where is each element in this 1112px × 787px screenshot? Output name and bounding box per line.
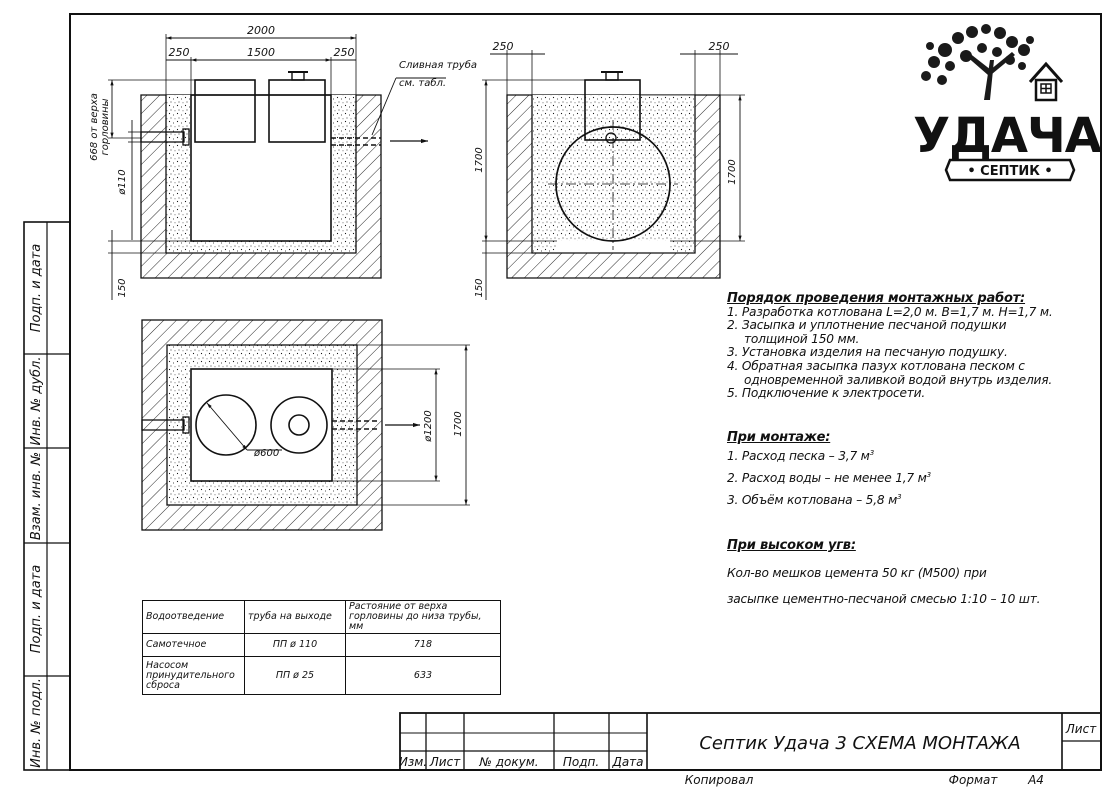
stamp-label-podp-2: Подп. и дата [29,244,44,333]
table-cell: Насосом принудительного сброса [142,656,245,695]
footer-format-label: Формат [949,773,999,787]
side-stamp: Инв. № подл. Подп. и дата Взам. инв. № И… [23,221,71,771]
install-heading: Порядок проведения монтажных работ: [727,291,1026,306]
mount-item-1: 1. Расход песка – 3,7 м [727,449,870,464]
install-step-2: 2. Засыпка и уплотнение песчаной подушки [727,318,1007,333]
dim-right: 250 [334,46,355,59]
house-icon [1028,61,1064,102]
gwl-heading: При высоком угв: [727,537,856,553]
stamp-label-dubl: Инв. № дубл. [29,357,44,446]
table-cell: ПП ø 25 [244,656,346,695]
tb-col-date: Дата [611,755,643,769]
table-header-cell: Растояние от верха горловины до низа тру… [345,600,501,634]
table-cell: 633 [345,656,501,695]
dim-total: 2000 [247,24,275,37]
install-step-3: 3. Установка изделия на песчаную подушку… [727,345,1008,360]
tb-col-izm: Изм. [399,755,427,769]
tb-title: Септик Удача 3 СХЕМА МОНТАЖА [699,733,1020,754]
title-block: Изм. Лист № докум. Подп. Дата Септик Уда… [399,712,1102,787]
mount-item-3: 3. Объём котлована – 5,8 м [727,493,898,508]
install-step-4b: одновременной заливкой водой внутрь изде… [744,372,1053,387]
gwl-line-2: засыпке цементно-песчаной смесью 1:10 – … [727,592,1041,607]
plan-dim-height: 1700 [453,411,464,436]
stamp-label-podp-1: Подп. и дата [29,565,44,654]
mount-sup-2: 3 [926,471,931,480]
dim-depth-top-2: горловины [100,98,111,155]
mount-item-2: 2. Расход воды – не менее 1,7 м [727,471,927,486]
mount-heading: При монтаже: [727,429,831,445]
tb-col-list: Лист [429,755,461,769]
end-dim-right: 250 [709,40,730,53]
drain-label-2: см. табл. [399,77,446,89]
footer-copied: Копировал [685,773,754,787]
dim-middle: 1500 [247,46,275,59]
gwl-line-1: Кол-во мешков цемента 50 кг (М500) при [727,566,987,581]
stamp-label-inv-podl: Инв. № подл. [29,678,44,768]
tree-icon [921,24,1034,100]
table-cell: ПП ø 110 [244,633,346,657]
end-dim-bottom: 150 [474,278,485,297]
drain-label-1: Сливная труба [399,59,477,71]
dim-bottom-side: 150 [117,278,128,297]
tb-col-podp: Подп. [563,755,599,769]
tb-sheet-label: Лист [1065,722,1097,736]
dim-depth-top: 668 от верха [89,93,100,161]
mount-sup-1: 3 [869,449,874,458]
end-dim-height-right: 1700 [727,159,738,184]
table-row: Самотечное ПП ø 110 718 [142,633,501,657]
table-header-cell: труба на выходе [244,600,346,634]
logo-brand: УДАЧА [913,108,1102,164]
footer-format-value: А4 [1027,773,1044,787]
install-step-2b: толщиной 150 мм. [744,331,860,346]
plan-view: ø600 ø1200 1700 [141,319,470,531]
notes-panel: Порядок проведения монтажных работ: 1. Р… [727,292,1097,612]
table-header-row: Водоотведение труба на выходе Растояние … [142,600,501,634]
end-dim-left: 250 [493,40,514,53]
table-cell: 718 [345,633,501,657]
table-row: Насосом принудительного сброса ПП ø 25 6… [142,656,501,695]
side-view: Сливная труба см. табл. 2000 250 1500 25… [89,24,477,300]
dim-pipe: ø110 [117,169,128,195]
tb-col-doc: № докум. [478,755,538,769]
end-view: 250 250 1700 150 1700 [474,40,745,300]
install-step-5: 5. Подключение к электросети. [727,386,926,401]
install-step-4: 4. Обратная засыпка пазух котлована песк… [727,358,1025,373]
table-header-cell: Водоотведение [142,600,245,634]
dim-left: 250 [169,46,190,59]
logo: УДАЧА • СЕПТИК • [913,24,1103,182]
end-dim-height-left: 1700 [474,147,485,172]
table-cell: Самотечное [142,633,245,657]
plan-dim-dia-large: ø1200 [423,410,434,443]
plan-dim-dia-small: ø600 [253,448,279,459]
install-step-1: 1. Разработка котлована L=2,0 м. B=1,7 м… [727,304,1053,319]
pipe-table: Водоотведение труба на выходе Растояние … [142,600,501,695]
logo-sub: • СЕПТИК • [967,164,1052,179]
mount-sup-3: 3 [897,493,902,502]
stamp-label-vzam: Взам. инв. № [29,452,44,540]
